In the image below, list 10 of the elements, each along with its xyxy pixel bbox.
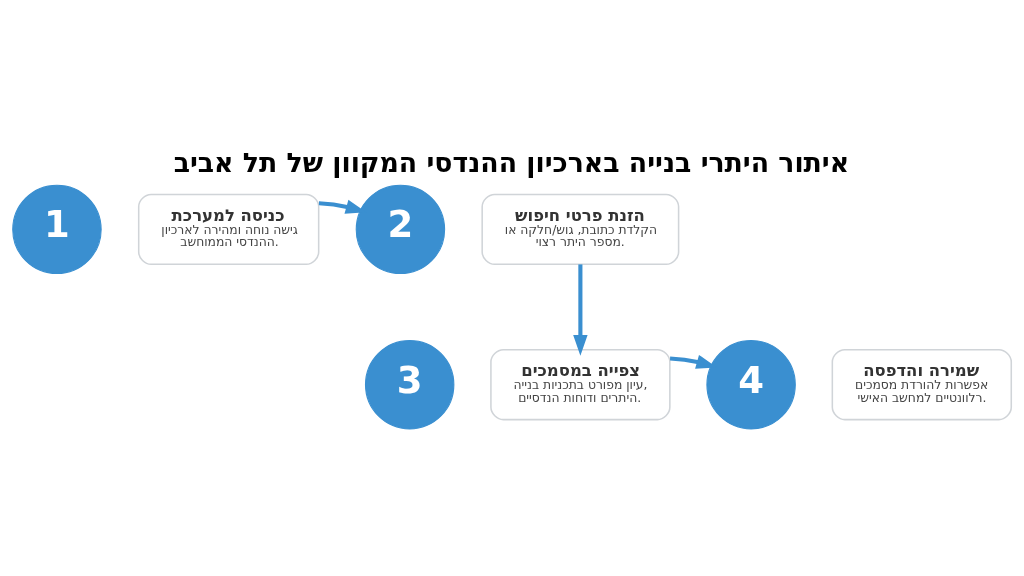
node-circle: 1 xyxy=(12,184,102,275)
arrow xyxy=(573,264,588,356)
node-circle: 3 xyxy=(364,339,455,430)
diagram-title: איתור היתרי בנייה בארכיון ההנדסי המקוון של תל אביב xyxy=(173,146,850,178)
node-box: צפייה במסמכים עיון מפורט בתכניות בנייה, היתרים ודוחות הנדסיים. xyxy=(490,348,671,421)
node-box: הזנת פרטי חיפוש הקלדת כתובת, גוש/חלקה או מספר היתר רצוי. xyxy=(481,193,680,266)
node-circle: 2 xyxy=(355,184,446,275)
node-box: שמירה והדפסה אפשרות להורדת מסמכים רלוונטיים למחשב האישי. xyxy=(831,348,1013,421)
node-box: כניסה למערכת גישה נוחה ומהירה לארכיון ההנדסי הממוחשב. xyxy=(137,193,320,266)
node-circle: 4 xyxy=(706,339,796,430)
